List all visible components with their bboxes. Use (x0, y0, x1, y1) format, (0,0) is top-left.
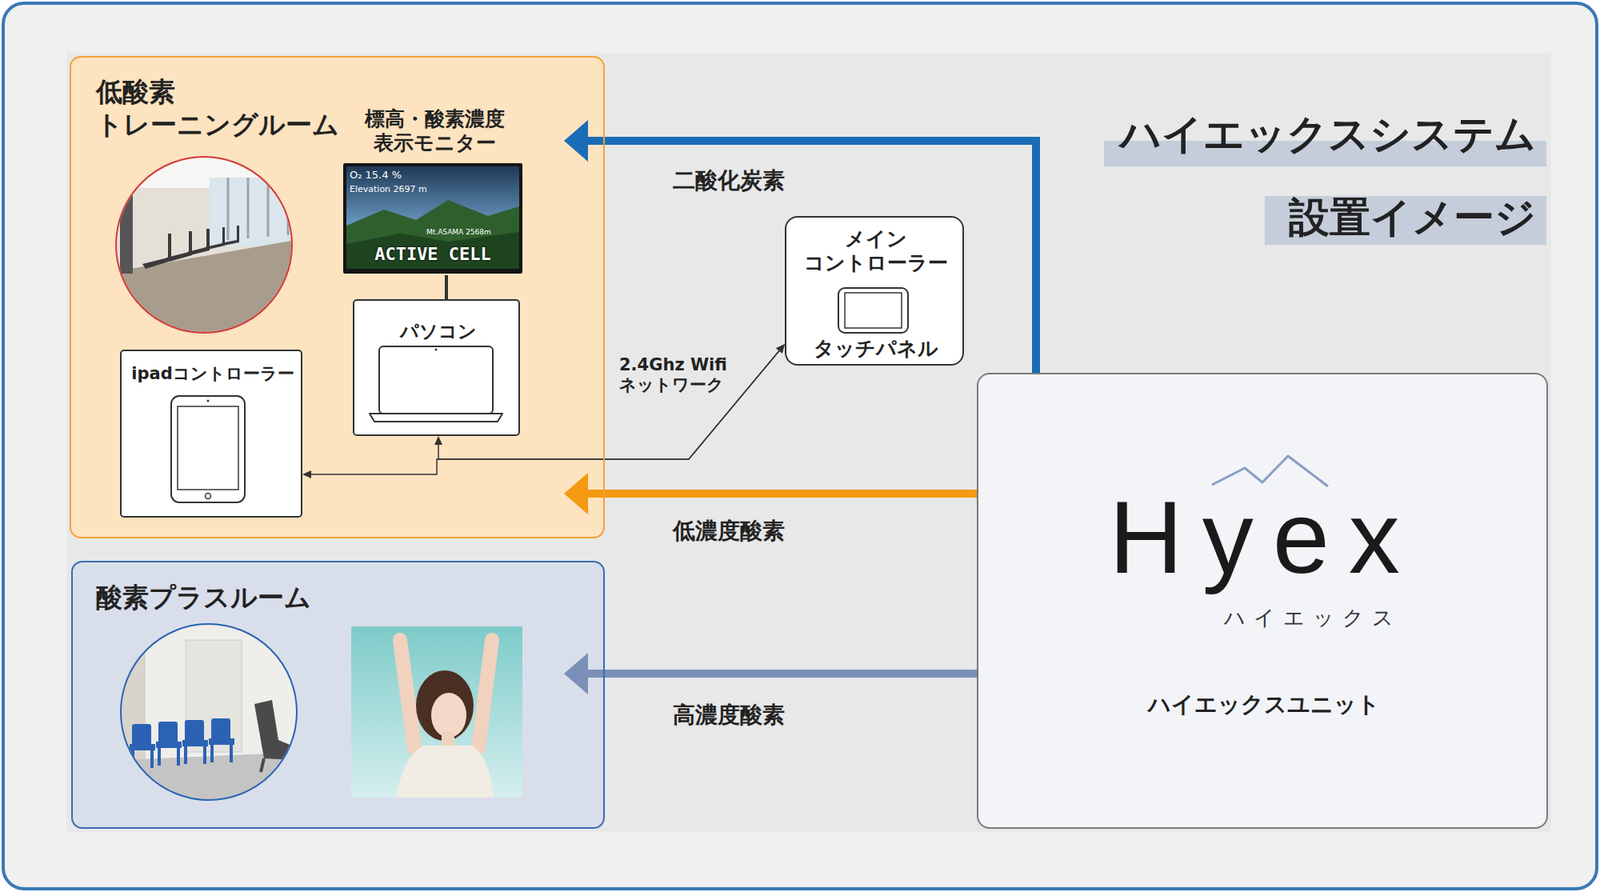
connector-line (580, 669, 977, 678)
unit-box: Hyex ハイエックスハイエックスユニット (976, 372, 1548, 829)
connector-line (580, 140, 1036, 373)
woman-photo (351, 626, 523, 798)
flow-label: 低濃度酸素 (672, 516, 785, 545)
touch-panel-icon (838, 288, 908, 333)
connector-line (444, 275, 448, 300)
outer-frame (3, 3, 1597, 889)
ipad-box-fill (120, 349, 303, 518)
connector-line (438, 348, 781, 460)
node-fills (69, 56, 1548, 829)
room-title: 低酸素 トレーニングルーム (96, 75, 348, 142)
screen-logo: ACTIVE CELL (374, 244, 492, 265)
arrow-head (434, 436, 443, 445)
laptop-icon (369, 346, 503, 422)
ipad-label: ipadコントローラー (131, 363, 294, 384)
pc-label: パソコン (400, 320, 477, 344)
flow-label: 二酸化炭素 (672, 166, 785, 195)
monitor-screen (343, 163, 523, 274)
arrow-head (564, 120, 588, 162)
connector-line (308, 348, 781, 475)
pc-box: パソコン (352, 299, 520, 436)
controller-title: メイン コントローラー (800, 227, 952, 276)
room-title: 酸素プラスルーム (96, 580, 312, 614)
arrow-head (776, 344, 785, 354)
logo-kana: ハイエックス (1224, 604, 1402, 632)
co2-arrow (564, 120, 1036, 373)
arrow-head (302, 470, 312, 479)
screen-reading: Elevation 2697 m (349, 184, 428, 195)
inner-ground (66, 52, 1552, 832)
oxygen-room-photo (120, 624, 304, 808)
ipad-box: ipadコントローラー (120, 349, 303, 518)
controller-box: メイン コントローラータッチパネル (784, 216, 964, 366)
page-title: ハイエックスシステム (1104, 108, 1547, 167)
network-label: 2.4Ghz Wifi ネットワーク (619, 355, 736, 396)
logo-mountain (1212, 456, 1328, 487)
unit-label: ハイエックスユニット (1148, 690, 1380, 719)
wifi-link (434, 344, 785, 460)
high-oxygen-arrow (564, 652, 977, 695)
gym-photo (112, 152, 298, 336)
wifi-link (302, 344, 785, 479)
connector-line (580, 489, 977, 498)
arrow-head (564, 652, 588, 695)
room-box-fill (71, 560, 605, 829)
low-oxygen-arrow (564, 472, 977, 515)
unit-box-fill (976, 372, 1548, 829)
page-subtitle: 設置イメージ (1264, 190, 1547, 245)
monitor-label: 標高・酸素濃度 表示モニター (358, 107, 511, 156)
room-box: 酸素プラスルーム (71, 560, 605, 829)
arrow-head (564, 472, 588, 515)
pc-box-fill (352, 299, 520, 436)
logo-wordmark: Hyex (1108, 486, 1420, 589)
monitor-cable (446, 275, 448, 300)
room-box: 低酸素 トレーニングルーム標高・酸素濃度 表示モニターパソコン ipadコントロー… (69, 56, 605, 539)
tablet-icon (171, 396, 245, 503)
arrow-head (776, 344, 785, 354)
flow-label: 高濃度酸素 (672, 700, 785, 729)
screen-caption: Mt.ASAMA 2568m (426, 228, 492, 237)
controller-box-fill (784, 216, 964, 366)
room-box-fill (69, 56, 605, 539)
screen-reading: O₂ 15.4 % (349, 168, 402, 182)
controller-subtitle: タッチパネル (813, 336, 939, 361)
